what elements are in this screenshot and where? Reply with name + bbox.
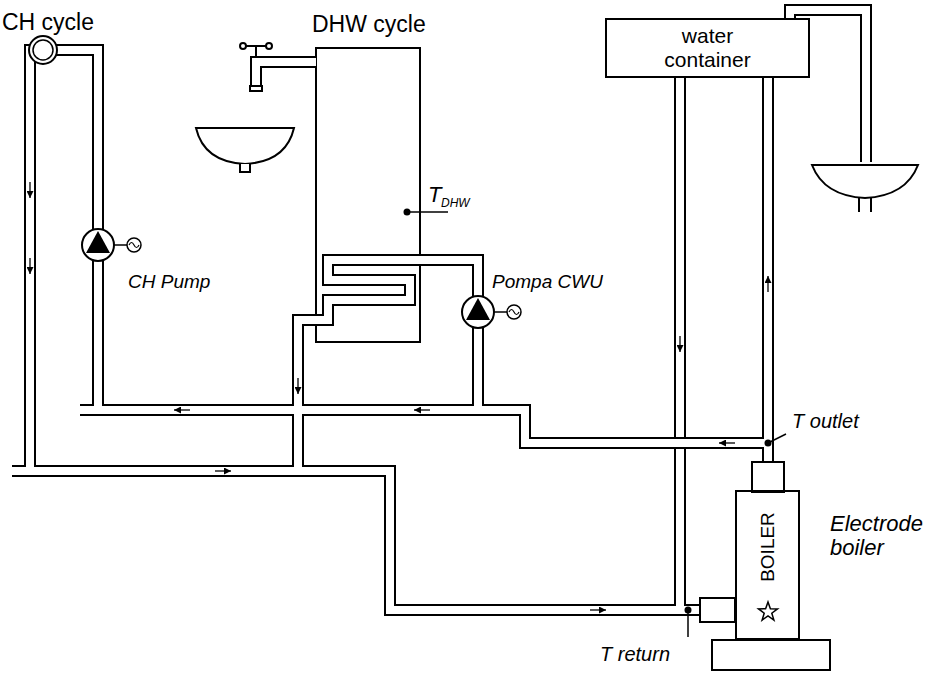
pump-body: [82, 229, 114, 261]
pipe-connector: [768, 78, 769, 490]
dhw-pump-symbol: [462, 296, 521, 328]
flow-arrow: [215, 470, 231, 471]
motor-symbol: [127, 238, 141, 252]
sensor-probe: [407, 211, 448, 213]
flow-arrow: [174, 409, 190, 410]
sensor-label: T outlet: [792, 410, 859, 432]
flow-arrow: [29, 258, 30, 274]
tap-stem: [255, 46, 257, 56]
sensor-dot: [765, 440, 772, 447]
flow-arrow: [297, 378, 298, 394]
flow-arrow: [29, 182, 30, 198]
motor-wave: [509, 310, 519, 315]
part-name: Electrode boiler: [830, 512, 942, 560]
node-label: water container: [643, 24, 773, 72]
ch-pump-symbol: [82, 229, 141, 261]
motor-symbol: [507, 305, 521, 319]
sensor-dot: [404, 209, 411, 216]
sink-drain: [240, 164, 250, 172]
boiler-base: [712, 640, 830, 670]
sensor-leader: [687, 610, 689, 637]
flow-arrow: [414, 409, 430, 410]
pipe-walls: [12, 10, 866, 610]
tap-knob: [266, 43, 272, 49]
sink-symbol: [196, 128, 294, 172]
flow-arrow: [719, 442, 735, 443]
pump-triangle: [466, 298, 490, 320]
motor-lead: [494, 311, 507, 313]
sink-bowl: [812, 165, 918, 198]
pipe-wall: [680, 78, 735, 610]
pipe-bore: [680, 78, 735, 610]
pump-label: CH Pump: [128, 272, 210, 293]
boiler-neck: [752, 462, 784, 492]
boiler-body: BOILER: [735, 490, 800, 640]
pump-body: [462, 296, 494, 328]
return-sensor: [685, 607, 692, 638]
motor-lead: [114, 244, 127, 246]
sink-bowl: [196, 128, 294, 164]
tap-symbol: [240, 43, 272, 91]
radiator-symbol: [29, 36, 57, 64]
water-container: water container: [605, 18, 810, 78]
pump-triangle: [86, 231, 110, 253]
return-inlet: [700, 598, 735, 622]
tap-handle: [244, 45, 268, 47]
pipe-connector: [680, 78, 735, 610]
sink-drain: [859, 198, 871, 212]
pipe-bore: [12, 10, 866, 610]
node-label: BOILER: [757, 513, 779, 583]
pipe-wall: [762, 78, 774, 490]
sink-symbol: [812, 165, 918, 212]
radiator-symbol: [33, 40, 53, 60]
flow-arrows: [30, 182, 735, 610]
sensor-label: T return: [600, 643, 670, 665]
pipe-bore: [764, 78, 772, 490]
electrode-star: [759, 602, 778, 620]
tap-knob: [240, 43, 246, 49]
flow-arrow: [679, 336, 680, 352]
pump-label: Pompa CWU: [492, 272, 603, 293]
cycle-title: DHW cycle: [312, 12, 426, 37]
motor-wave: [129, 243, 139, 248]
sensor-subscript: DHW: [441, 197, 470, 210]
flow-arrow: [767, 276, 768, 292]
outlet-sensor: [765, 434, 787, 447]
sensor-dot: [685, 607, 692, 614]
sensor-label: T: [428, 183, 441, 207]
cycle-title: CH cycle: [2, 10, 94, 35]
tap-nozzle: [250, 86, 262, 91]
flow-arrow: [590, 609, 606, 610]
